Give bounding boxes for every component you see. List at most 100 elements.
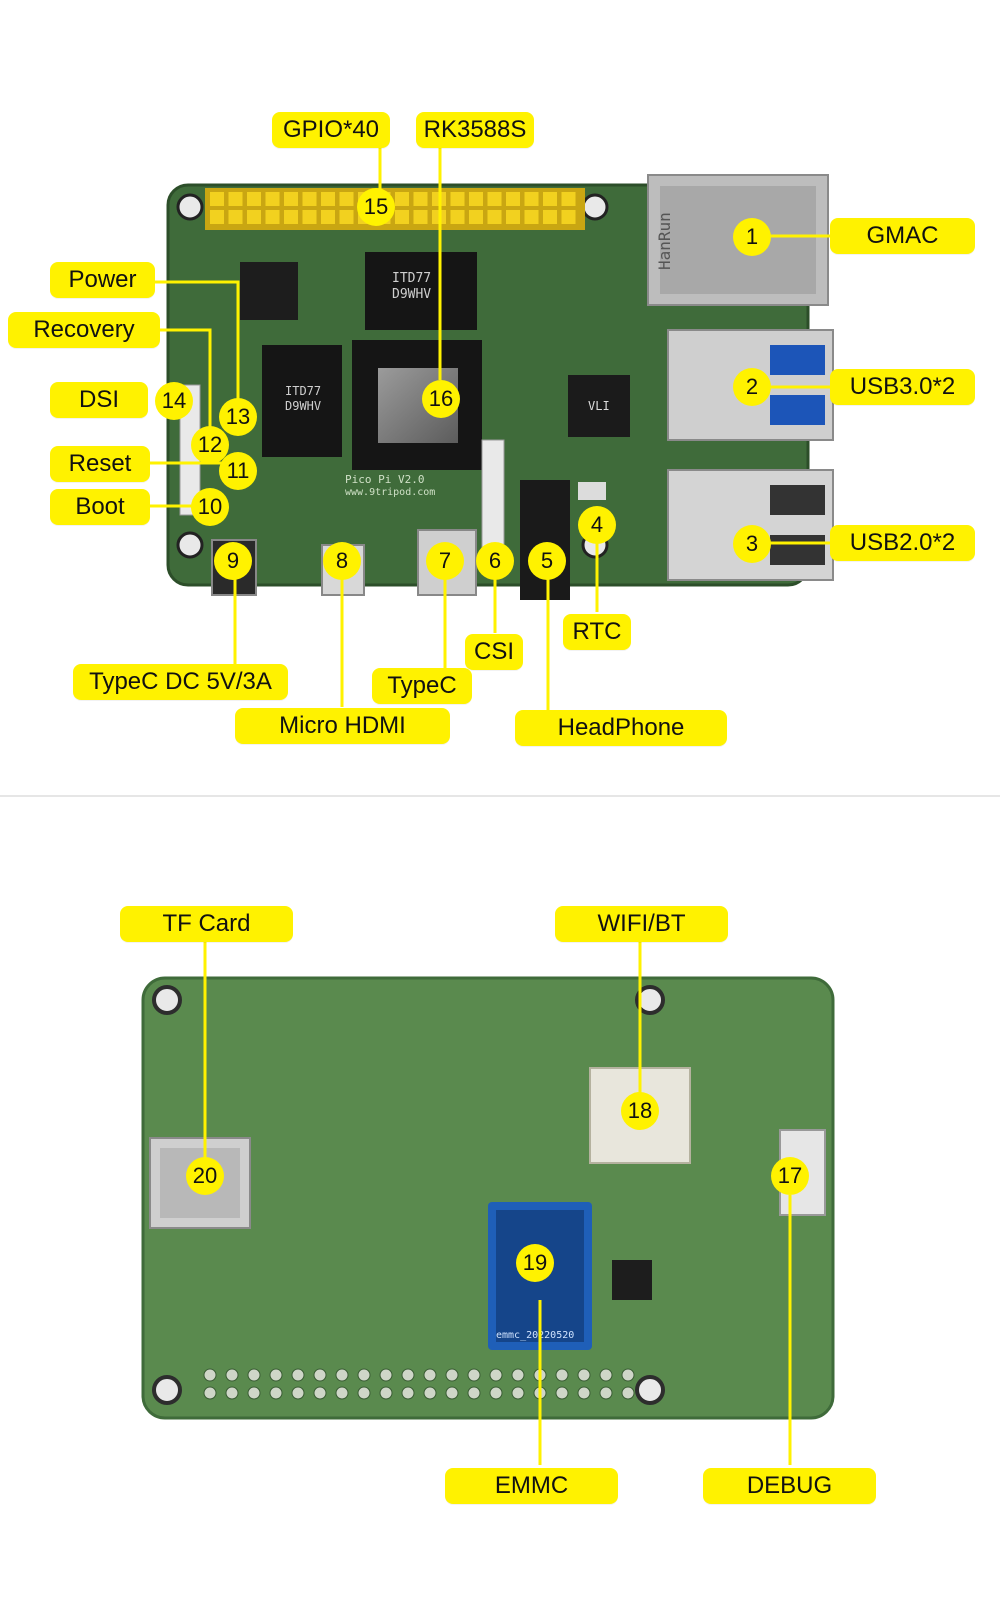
- solder-hole: [599, 1368, 613, 1382]
- gpio-pin: [302, 192, 317, 206]
- gpio-pin: [561, 210, 576, 224]
- gpio-pin: [543, 192, 557, 206]
- badge-13: 13: [219, 398, 257, 436]
- board-name-text: Pico Pi V2.0: [345, 473, 424, 486]
- bottom-leader-lines: [203, 942, 792, 1465]
- gpio-pin: [524, 192, 539, 206]
- label-debug: DEBUG: [703, 1468, 876, 1504]
- label-wifi-bt: WIFI/BT: [555, 906, 728, 942]
- gpio-pin: [265, 210, 280, 224]
- badge-6: 6: [476, 542, 514, 580]
- solder-hole: [291, 1368, 305, 1382]
- top-leader-lines: [150, 148, 835, 710]
- svg-text:D9WHV: D9WHV: [392, 287, 431, 302]
- badge-11: 11: [219, 452, 257, 490]
- solder-hole: [313, 1368, 327, 1382]
- svg-text:ITD77: ITD77: [285, 384, 321, 398]
- mount-hole: [176, 531, 204, 559]
- solder-hole: [357, 1368, 371, 1382]
- gpio-pin: [487, 192, 502, 206]
- solder-hole: [203, 1386, 217, 1400]
- gpio-pin: [469, 192, 483, 206]
- gpio-pin: [450, 210, 465, 224]
- gpio-pin: [506, 210, 520, 224]
- gpio-pin: [228, 210, 243, 224]
- solder-hole: [467, 1386, 481, 1400]
- solder-hole: [511, 1368, 525, 1382]
- gpio-solder-row: [203, 1368, 635, 1400]
- gpio-pin: [247, 210, 261, 224]
- solder-hole: [313, 1386, 327, 1400]
- website-text: www.9tripod.com: [345, 487, 435, 498]
- badge-20: 20: [186, 1157, 224, 1195]
- solder-hole: [379, 1386, 393, 1400]
- label-csi: CSI: [465, 634, 523, 670]
- badge-18: 18: [621, 1092, 659, 1130]
- gpio-pin: [321, 210, 335, 224]
- eth-brand-text: HanRun: [655, 212, 674, 270]
- gpio-pin: [247, 192, 261, 206]
- badge-14: 14: [155, 382, 193, 420]
- solder-hole: [445, 1386, 459, 1400]
- gpio-pin: [543, 210, 557, 224]
- emmc-text: emmc_20220520: [496, 1330, 574, 1341]
- gpio-pin: [395, 192, 409, 206]
- gpio-pin: [561, 192, 576, 206]
- label-gmac: GMAC: [830, 218, 975, 254]
- svg-text:D9WHV: D9WHV: [285, 399, 321, 413]
- gpio-pin: [506, 192, 520, 206]
- rtc-connector: [578, 482, 606, 500]
- solder-hole: [423, 1386, 437, 1400]
- solder-hole: [467, 1368, 481, 1382]
- badge-8: 8: [323, 542, 361, 580]
- gpio-pin: [210, 210, 224, 224]
- gpio-pin: [210, 192, 224, 206]
- badge-1: 1: [733, 218, 771, 256]
- label-typec: TypeC: [372, 668, 472, 704]
- solder-hole: [335, 1368, 349, 1382]
- solder-hole: [401, 1368, 415, 1382]
- panel-divider: [0, 795, 1000, 797]
- label-soc: RK3588S: [416, 112, 534, 148]
- gpio-pin: [450, 192, 465, 206]
- badge-10: 10: [191, 488, 229, 526]
- label-rtc: RTC: [563, 614, 631, 650]
- gpio-pin: [339, 210, 354, 224]
- solder-hole: [225, 1368, 239, 1382]
- solder-hole: [291, 1386, 305, 1400]
- pmic-chip: [240, 262, 298, 320]
- csi-connector: [481, 439, 505, 551]
- solder-hole: [269, 1386, 283, 1400]
- gpio-pin: [321, 192, 335, 206]
- gpio-pin: [395, 210, 409, 224]
- label-tf-card: TF Card: [120, 906, 293, 942]
- badge-15: 15: [357, 188, 395, 226]
- gpio-pin: [284, 192, 298, 206]
- gpio-pin: [228, 192, 243, 206]
- bottom-ic: [612, 1260, 652, 1300]
- solder-hole: [555, 1386, 569, 1400]
- label-recovery: Recovery: [8, 312, 160, 348]
- badge-12: 12: [191, 426, 229, 464]
- gpio-pin: [265, 192, 280, 206]
- gpio-pin: [413, 210, 428, 224]
- badge-16: 16: [422, 380, 460, 418]
- solder-hole: [269, 1368, 283, 1382]
- badge-17: 17: [771, 1157, 809, 1195]
- solder-hole: [577, 1368, 591, 1382]
- bottom-board-view: emmc_20220520 TF Card WIFI/BT EMMC DEBUG…: [0, 800, 1000, 1600]
- solder-hole: [247, 1368, 261, 1382]
- solder-hole: [599, 1386, 613, 1400]
- badge-2: 2: [733, 368, 771, 406]
- solder-hole: [335, 1386, 349, 1400]
- label-boot: Boot: [50, 489, 150, 525]
- solder-hole: [489, 1368, 503, 1382]
- label-micro-hdmi: Micro HDMI: [235, 708, 450, 744]
- solder-hole: [225, 1386, 239, 1400]
- badge-3: 3: [733, 525, 771, 563]
- gpio-pin: [302, 210, 317, 224]
- label-reset: Reset: [50, 446, 150, 482]
- badge-19: 19: [516, 1244, 554, 1282]
- gpio-pin: [487, 210, 502, 224]
- solder-hole: [577, 1386, 591, 1400]
